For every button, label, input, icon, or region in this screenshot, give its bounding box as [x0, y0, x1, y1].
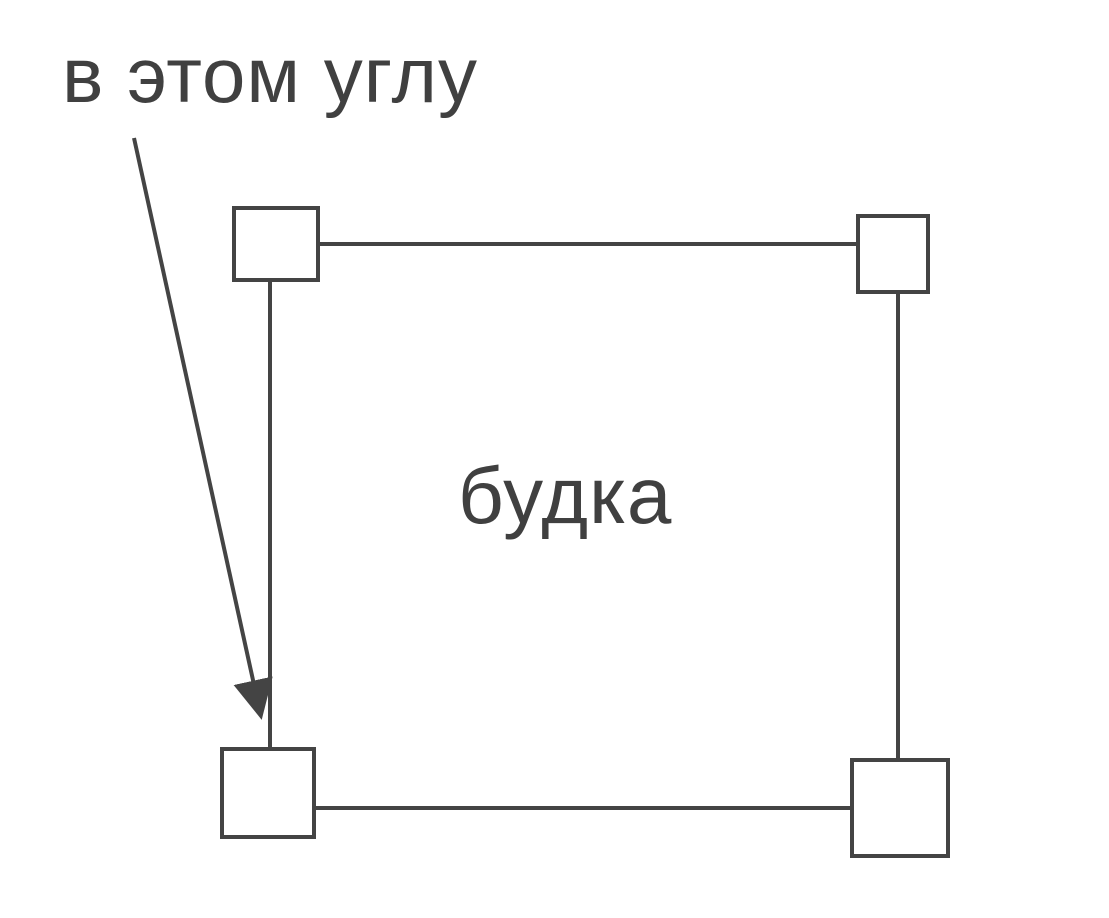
corner-post-top-right [856, 214, 930, 294]
corner-posts [220, 206, 950, 858]
booth-outline [268, 242, 900, 810]
callout-arrow [132, 137, 273, 720]
booth-label: будка [458, 451, 673, 540]
corner-post-bottom-left [220, 747, 316, 839]
corner-post-bottom-right [850, 758, 950, 858]
callout-label: в этом углу [62, 31, 478, 119]
corner-post-top-left [232, 206, 320, 282]
